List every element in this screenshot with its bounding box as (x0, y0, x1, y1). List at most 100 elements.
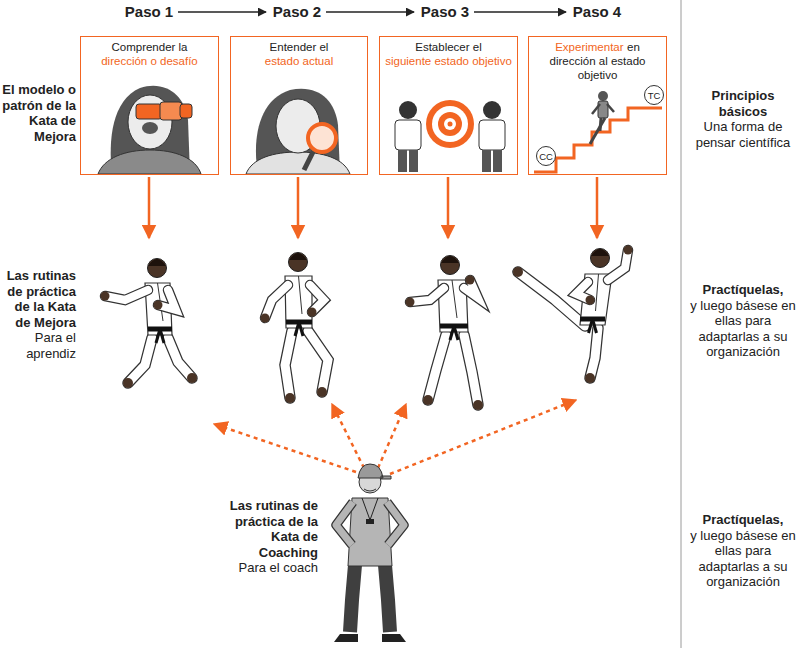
row-heading: Las rutinas de práctica de la Kata de Co… (214, 498, 318, 560)
coach-figure (334, 634, 406, 642)
binoculars-woman (136, 104, 162, 119)
karate-figure (101, 259, 198, 389)
stairs-climber (598, 91, 608, 101)
node-text: Comprender ladirección o desafío (81, 37, 218, 73)
step-arrow (178, 11, 566, 13)
karate-figure (464, 335, 478, 405)
karate-figure (410, 288, 444, 302)
node-text: Experimentaren dirección al estado objet… (529, 37, 666, 86)
karate-figure (187, 373, 197, 383)
binoculars-woman (180, 104, 192, 118)
karate-figure (265, 285, 288, 318)
step-number: Paso 1 (120, 3, 178, 21)
karate-figure (428, 335, 446, 400)
karate-figure (423, 395, 433, 405)
karate-figure (473, 400, 483, 410)
binoculars-woman (98, 150, 201, 174)
step-number: Paso 4 (568, 3, 626, 21)
karate-figure (596, 274, 599, 311)
coach-arrow (378, 404, 406, 468)
karate-figure (590, 328, 598, 378)
coach-figure (387, 502, 404, 545)
karate-figure (285, 331, 292, 398)
node-text: Entender elestado actual (231, 37, 367, 73)
target-men (395, 100, 505, 172)
node-text: TC (648, 90, 661, 101)
karate-figure (608, 250, 628, 280)
down-arrow (149, 177, 597, 238)
step-number: Paso 2 (268, 3, 326, 21)
target-men (448, 122, 453, 127)
binoculars-woman (98, 86, 201, 174)
coach-figure (358, 464, 391, 479)
karate-figure (308, 331, 328, 392)
node-label: Establecer el (385, 41, 512, 55)
row-note: Para el coach (214, 560, 318, 576)
target-men (479, 120, 505, 150)
karate-figure (168, 338, 192, 378)
karate-figure (105, 290, 148, 300)
coach-arrow (390, 400, 576, 474)
coach-figure (385, 565, 390, 632)
step-box: Entender elestado actual (230, 36, 368, 175)
node-label: Comprender la (86, 41, 213, 55)
karate-figure (586, 296, 595, 305)
target-men (426, 100, 474, 148)
karate-figure (585, 373, 595, 383)
divider-line (681, 0, 682, 648)
karate-figure (299, 322, 303, 336)
node-label: siguiente estado objetivo (385, 55, 512, 69)
down-arrow (297, 177, 300, 238)
node-label: CC (539, 151, 553, 162)
step-box: Experimentaren dirección al estado objet… (528, 36, 667, 175)
karate-figure (608, 250, 628, 280)
side-heading: Practíquelas, (690, 282, 796, 298)
karate-figure (154, 301, 163, 310)
target-men (398, 150, 407, 172)
karate-figure (123, 378, 133, 388)
karate-figure (591, 249, 609, 256)
target-men (399, 101, 417, 119)
row-heading: Las rutinas de práctica de la Kata de Me… (2, 268, 76, 330)
karate-figure (285, 331, 292, 398)
node-text: Establecer elsiguiente estado objetivo (380, 37, 517, 73)
karate-figure (105, 290, 148, 300)
stairs-climber (607, 104, 614, 112)
target-men (483, 101, 501, 119)
karate-figure (428, 335, 446, 400)
divider-line (681, 0, 682, 648)
coach-figure (336, 502, 353, 545)
node-text: CC (539, 151, 553, 162)
karate-figure (590, 328, 598, 378)
karate-figure (454, 326, 458, 340)
karate-figure (168, 338, 192, 378)
coach-arrow (214, 424, 356, 472)
magnifier-woman (308, 124, 336, 152)
stairs-climber (590, 118, 605, 144)
binoculars-woman (142, 122, 158, 134)
coach-figure (364, 489, 376, 491)
coach-figure (336, 502, 353, 545)
karate-figure (128, 338, 152, 383)
coach-arrow (214, 400, 576, 474)
coach-figure (362, 498, 378, 520)
karate-figure (308, 331, 328, 392)
karate-figure (591, 249, 610, 268)
row-note: Para el aprendiz (2, 330, 76, 361)
karate-figure (261, 314, 270, 323)
karate-figure (299, 276, 303, 314)
target-men (395, 120, 421, 150)
marker-circle: TC (644, 85, 664, 105)
binoculars-woman (160, 102, 182, 120)
step-arrow (326, 11, 414, 13)
coach-figure (366, 519, 374, 524)
down-arrow (447, 177, 450, 238)
side-heading: Practíquelas, (690, 512, 796, 528)
node-label: estado actual (236, 55, 362, 69)
step-number: Paso 3 (416, 3, 474, 21)
stairs-climber (534, 91, 662, 172)
target-men (409, 150, 418, 172)
target-men (438, 112, 462, 136)
